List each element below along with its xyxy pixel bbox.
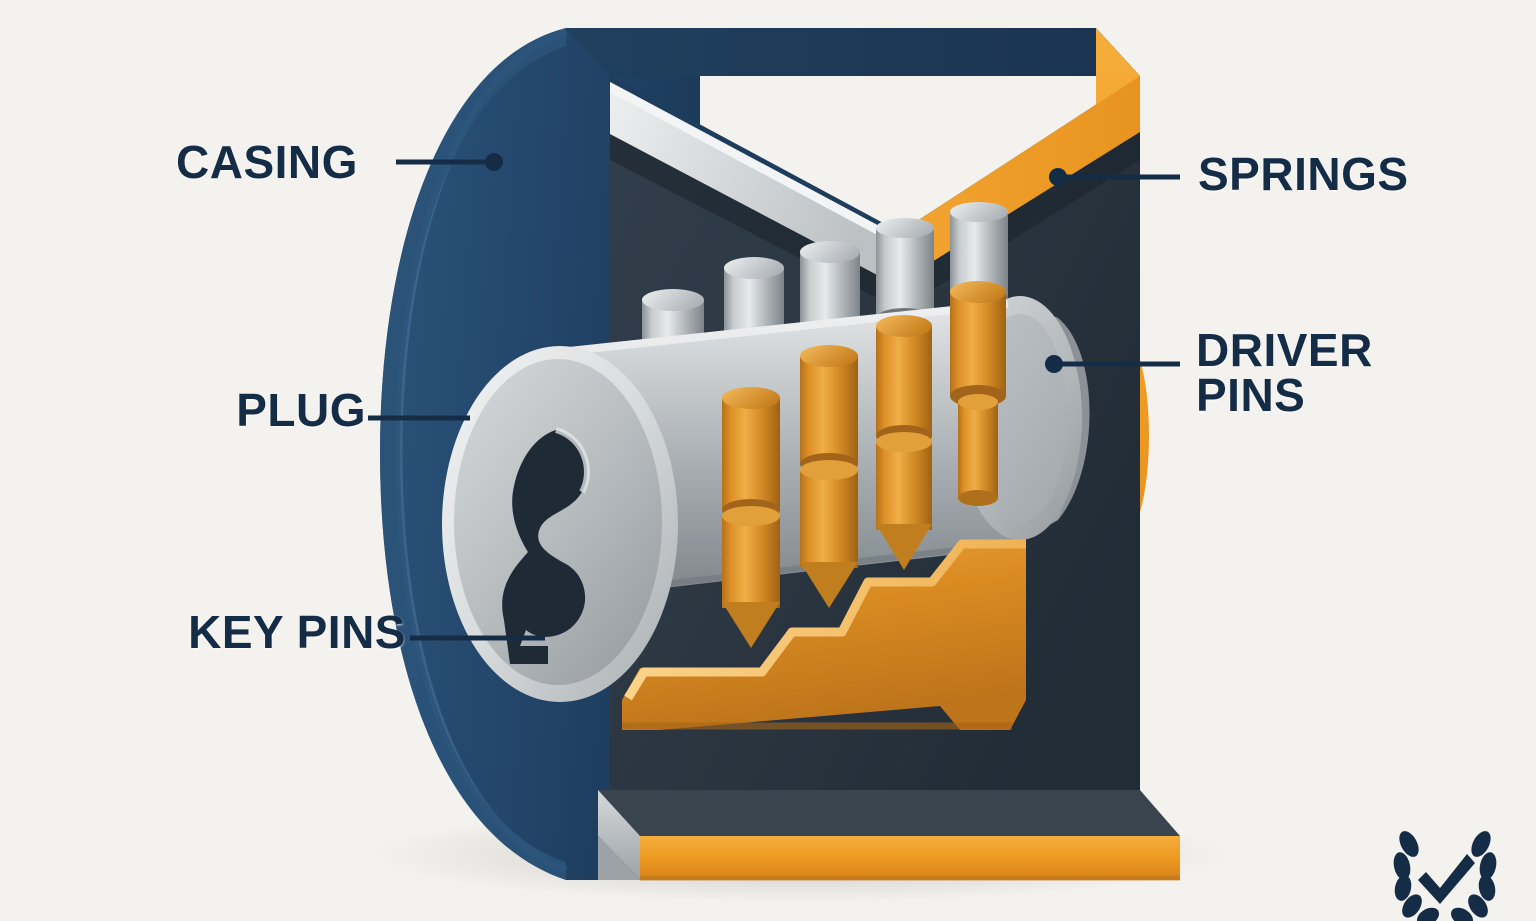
leader-lines: [368, 153, 1180, 641]
key-pin-2: [800, 345, 858, 608]
label-plug: PLUG: [236, 384, 366, 436]
leader-driver-pins: [1045, 355, 1180, 373]
leader-springs: [1049, 168, 1180, 186]
key-pin-1: [722, 387, 780, 648]
spring-1: [654, 134, 692, 301]
label-driver-pins: DRIVER PINS: [1196, 324, 1373, 422]
key-blade: [622, 539, 1026, 730]
leader-casing: [396, 153, 503, 171]
check-icon: [1418, 854, 1475, 904]
label-casing: CASING: [176, 136, 358, 188]
laurel-left: [1393, 831, 1440, 921]
keyway-profile: [502, 430, 587, 664]
laurel-right: [1450, 831, 1497, 921]
key-pin-4: [950, 281, 1006, 506]
key-pins-group: [722, 281, 1006, 648]
base-plinth: [598, 790, 1180, 881]
label-springs: SPRINGS: [1198, 148, 1409, 200]
label-key-pins: KEY PINS: [188, 606, 406, 658]
laurel-wreath-check-logo: [1393, 831, 1497, 921]
key-pin-3: [876, 315, 932, 570]
plug-face: [442, 346, 678, 702]
